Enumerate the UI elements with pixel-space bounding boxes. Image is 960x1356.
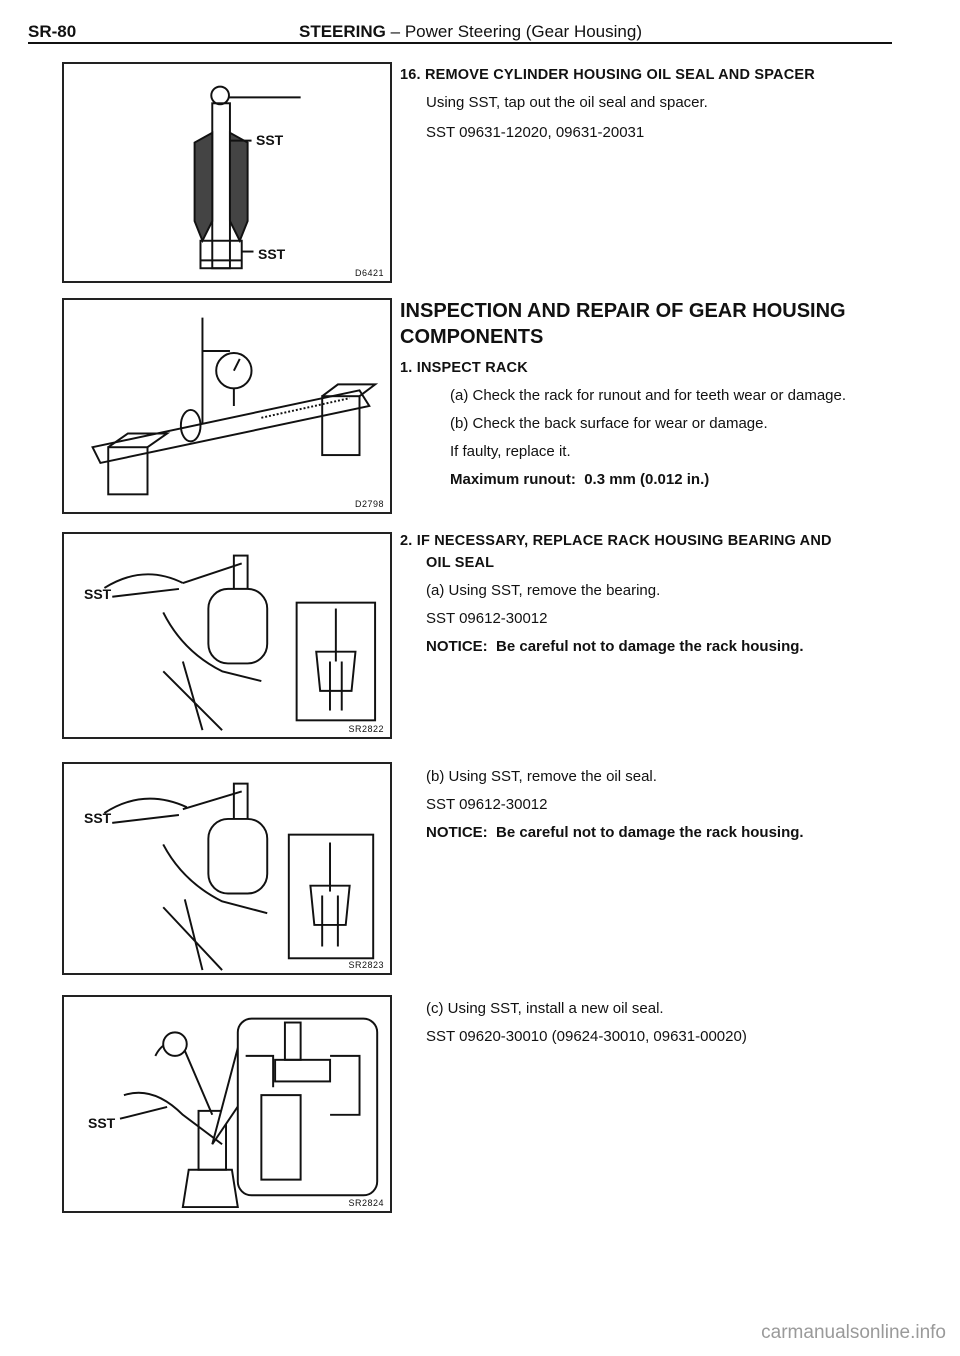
- illustration-remove-bearing: [103, 554, 377, 731]
- figure-oil-seal-removal: SST SST D6421: [62, 62, 392, 283]
- step-1: 1. INSPECT RACK (a) Check the rack for r…: [400, 357, 920, 491]
- step-1-b: (b) Check the back surface for wear or d…: [450, 415, 768, 432]
- step-1-a: (a) Check the rack for runout and for te…: [450, 387, 847, 404]
- sst-label: SST: [88, 1115, 116, 1131]
- step-2-b-block: (b) Using SST, remove the oil seal. SST …: [400, 766, 920, 844]
- figure-code: SR2823: [348, 960, 384, 970]
- step-1-title: 1. INSPECT RACK: [400, 360, 528, 376]
- figure-code: D6421: [354, 268, 384, 278]
- section-title: STEERING – Power Steering (Gear Housing): [299, 22, 642, 42]
- step-2-b-notice: NOTICE: Be careful not to damage the rac…: [400, 822, 920, 844]
- sst-label: SST: [258, 246, 286, 262]
- step-2-b: (b) Using SST, remove the oil seal.: [426, 768, 657, 785]
- figure-code: SR2824: [348, 1198, 384, 1208]
- illustration-dial-gauge-rack: [91, 317, 379, 496]
- step-2-a-sst: SST 09612-30012: [426, 610, 548, 627]
- step-2-c-sst: SST 09620-30010 (09624-30010, 09631-0002…: [426, 1028, 747, 1045]
- notice-text: Be careful not to damage the rack housin…: [496, 638, 804, 655]
- step-2: 2. IF NECESSARY, REPLACE RACK HOUSING BE…: [400, 530, 920, 658]
- section-name: STEERING: [299, 22, 386, 41]
- step-2-c: (c) Using SST, install a new oil seal.: [426, 1000, 664, 1017]
- illustration-remove-oil-seal: [103, 782, 375, 971]
- figure-code: D2798: [354, 499, 384, 509]
- figure-oil-seal-install: SST SR2824: [62, 995, 392, 1213]
- page-header: SR-80 STEERING – Power Steering (Gear Ho…: [28, 18, 892, 44]
- step-2-c-block: (c) Using SST, install a new oil seal. S…: [400, 998, 920, 1048]
- notice-text: Be careful not to damage the rack housin…: [496, 824, 804, 841]
- figure-rack-runout: D2798: [62, 298, 392, 514]
- step-1-spec: Maximum runout: 0.3 mm (0.012 in.): [400, 469, 920, 491]
- step-1-faulty: If faulty, replace it.: [450, 443, 571, 460]
- watermark: carmanualsonline.info: [761, 1322, 946, 1343]
- step-16-sst: SST 09631-12020, 09631-20031: [426, 124, 645, 141]
- inspection-heading: INSPECTION AND REPAIR OF GEAR HOUSING CO…: [400, 298, 920, 350]
- notice-label: NOTICE:: [426, 824, 488, 841]
- figure-bearing-removal: SST SR2822: [62, 532, 392, 739]
- step-2-b-sst: SST 09612-30012: [426, 796, 548, 813]
- sst-label: SST: [84, 810, 112, 826]
- illustration-install-oil-seal: [119, 1017, 379, 1209]
- sst-label: SST: [84, 586, 112, 602]
- header-rule: [28, 42, 892, 44]
- title-dash: –: [385, 22, 405, 41]
- inspection-heading-line1: INSPECTION AND REPAIR OF GEAR HOUSING: [400, 300, 846, 322]
- step-16: 16. REMOVE CYLINDER HOUSING OIL SEAL AND…: [400, 64, 920, 144]
- spec-value: 0.3 mm (0.012 in.): [584, 471, 710, 488]
- inspection-heading-line2: COMPONENTS: [400, 326, 544, 348]
- figure-code: SR2822: [348, 724, 384, 734]
- step-2-a: (a) Using SST, remove the bearing.: [426, 582, 661, 599]
- step-2-title-line1: 2. IF NECESSARY, REPLACE RACK HOUSING BE…: [400, 533, 832, 549]
- page-code: SR-80: [28, 22, 77, 41]
- step-16-title: 16. REMOVE CYLINDER HOUSING OIL SEAL AND…: [400, 67, 815, 83]
- figure-oil-seal-removal-2: SST SR2823: [62, 762, 392, 975]
- step-2-title-line2: OIL SEAL: [426, 555, 495, 571]
- notice-label: NOTICE:: [426, 638, 488, 655]
- spec-label: Maximum runout:: [450, 471, 576, 488]
- step-16-instruction: Using SST, tap out the oil seal and spac…: [426, 94, 708, 111]
- step-2-a-notice: NOTICE: Be careful not to damage the rac…: [400, 636, 920, 658]
- sst-label: SST: [256, 132, 284, 148]
- illustration-tap-out-seal: [193, 85, 301, 270]
- subsection-name: Power Steering (Gear Housing): [404, 22, 642, 41]
